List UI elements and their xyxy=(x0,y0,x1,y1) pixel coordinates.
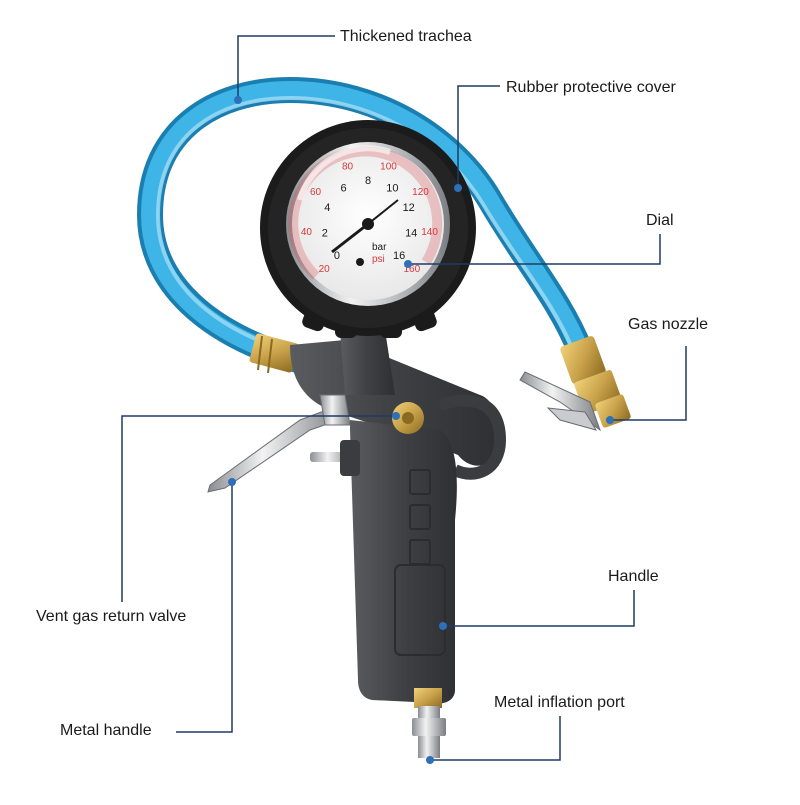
callout-handle xyxy=(443,590,634,626)
bar-tick-label: 0 xyxy=(334,250,340,262)
bar-tick-label: 14 xyxy=(405,228,417,240)
label-handle: Handle xyxy=(608,568,659,586)
psi-tick-label: 80 xyxy=(342,162,354,173)
psi-unit: psi xyxy=(372,254,385,265)
psi-tick-label: 100 xyxy=(380,162,397,173)
bar-tick-label: 8 xyxy=(365,175,371,187)
callout-inflation-port xyxy=(430,716,560,760)
bar-tick-label: 4 xyxy=(324,202,330,214)
label-rubber-protective-cover: Rubber protective cover xyxy=(506,79,676,97)
psi-tick-label: 140 xyxy=(421,227,438,238)
gun-body xyxy=(290,330,500,703)
psi-tick-label: 120 xyxy=(412,187,429,198)
inflation-port xyxy=(412,688,446,758)
bar-tick-label: 6 xyxy=(341,182,347,194)
psi-tick-label: 60 xyxy=(310,187,322,198)
label-gas-nozzle: Gas nozzle xyxy=(628,316,708,334)
metal-lever xyxy=(208,395,350,492)
vent-valve-pin xyxy=(310,440,360,476)
gas-nozzle xyxy=(520,335,632,430)
callout-metal-handle xyxy=(176,482,232,732)
label-dial: Dial xyxy=(646,212,674,230)
bar-tick-label: 10 xyxy=(386,182,398,194)
label-vent-gas-return-valve: Vent gas return valve xyxy=(36,608,186,626)
label-thickened-trachea: Thickened trachea xyxy=(340,28,472,46)
bar-tick-label: 16 xyxy=(393,250,405,262)
label-metal-inflation-port: Metal inflation port xyxy=(494,694,625,712)
bar-unit: bar xyxy=(372,242,387,253)
bar-tick-label: 2 xyxy=(322,228,328,240)
psi-tick-label: 40 xyxy=(301,227,313,238)
psi-tick-label: 20 xyxy=(319,264,331,275)
label-metal-handle: Metal handle xyxy=(60,722,152,740)
bar-tick-label: 12 xyxy=(403,202,415,214)
